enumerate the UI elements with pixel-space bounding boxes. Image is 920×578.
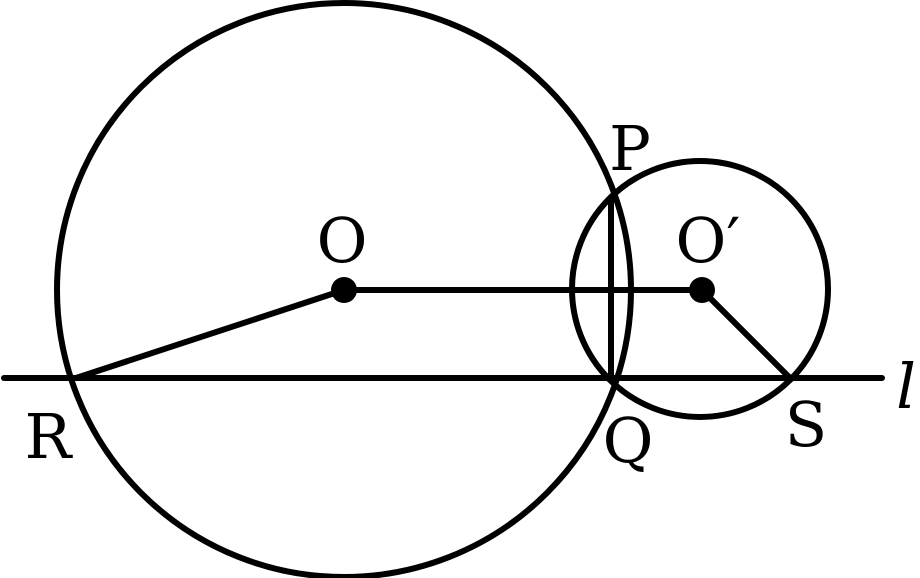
point-o [331,277,357,303]
point-o-prime [689,277,715,303]
segment-o-r [73,287,347,381]
segment-oprime-s [699,287,793,381]
label-o-prime: O′ [676,204,741,277]
label-o: O [317,204,368,277]
label-line-l: l [896,350,916,423]
label-r: R [25,400,74,473]
label-p: P [609,112,651,185]
label-s: S [785,388,827,461]
label-q: Q [603,404,654,477]
